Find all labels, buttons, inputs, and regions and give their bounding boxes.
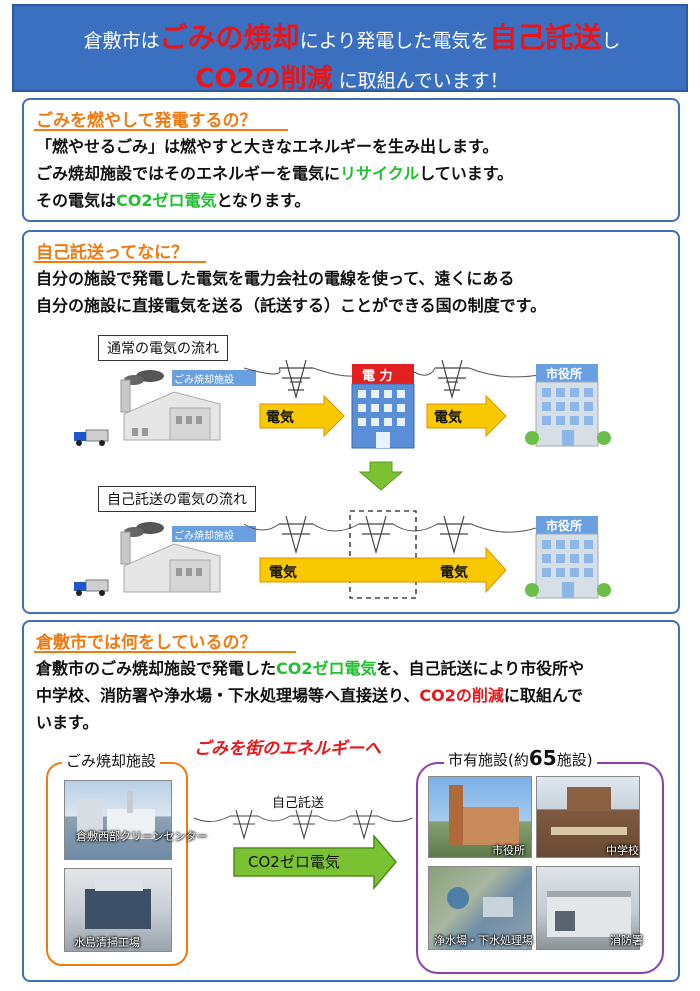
flow-diagram [74,359,611,599]
electricity-arrow [426,394,507,438]
photo-caption: 市役所 [492,844,525,857]
co2-zero-arrow [233,833,397,891]
body-text: 中学校、消防署や浄水場・下水処理場等へ直接送り、CO2の削減に取組んで [36,683,583,709]
facility-count: 65 [528,746,557,770]
electricity-label: 電気 [266,410,294,426]
text-part: を、自己託送により市役所や [376,659,585,678]
co2-zero-electricity-label: CO2ゼロ電気 [248,853,340,871]
electricity-arrow-long [259,546,507,594]
transmission-tower-icon [435,359,469,400]
transmission-tower-icon [350,809,378,841]
section-what-is-waste-power: ごみを燃やして発電するの？ 「燃やせるごみ」は燃やすと大きなエネルギーを生み出し… [22,98,680,222]
power-line [413,367,545,378]
photo-city-hall [428,776,532,858]
slogan: ごみを街のエネルギーへ [194,739,381,759]
header-text: により発電した電気を [299,30,490,52]
garbage-truck-icon [74,429,109,446]
section-title: 倉敷市では何をしているの？ [36,633,257,653]
transmission-tower-icon [279,359,313,400]
transfer-diagram [193,809,413,891]
transmission-tower-icon [359,515,393,555]
normal-flow-label: 通常の電気の流れ [98,335,228,361]
transmission-tower-icon [230,809,258,841]
body-text: ごみ焼却施設ではそのエネルギーを電気にリサイクルしています。 [36,161,513,187]
text-part: その電気は [36,191,117,210]
down-arrow-icon [358,461,404,491]
title-underline [34,129,288,131]
section-kurashiki-initiative: 倉敷市では何をしているの？ 倉敷市のごみ焼却施設で発電したCO2ゼロ電気を、自己… [22,620,680,982]
section-self-transfer: 自己託送ってなに？ 自分の施設で発電した電気を電力会社の電線を使って、遠くにある… [22,230,680,614]
text-part: 市有施設(約 [448,751,529,769]
body-text: 自分の施設で発電した電気を電力会社の電線を使って、遠くにある [36,269,515,288]
page-header: 倉敷市はごみの焼却により発電した電気を自己託送し CO2の削減 に取組んでいます… [12,4,690,95]
power-line [243,523,537,533]
text-part: 中学校、消防署や浄水場・下水処理場等へ直接送り、 [36,686,420,705]
garbage-truck-icon [74,579,109,596]
city-hall-building-icon [525,516,611,599]
text-part: に取組んで [503,686,584,705]
city-hall-label: 市役所 [546,519,583,533]
section-title: ごみを燃やして発電するの？ [36,111,257,131]
photo-caption: 中学校 [606,844,639,857]
body-text: います。 [36,713,99,732]
text-highlight: リサイクル [340,164,420,183]
plant-label-bg [172,370,256,386]
photo-caption: 倉敷西部クリーンセンター [76,830,208,843]
body-text: 自分の施設に直接電気を送る（託送する）ことができる国の制度です。 [36,296,547,315]
transmission-tower-icon [290,809,318,841]
section-title: 自己託送ってなに？ [36,243,189,263]
self-flow-label: 自己託送の電気の流れ [98,486,256,512]
incineration-facility-title: ごみ焼却施設 [62,750,161,771]
plant-label: ごみ焼却施設 [174,531,234,542]
text-part: しています。 [419,164,514,183]
text-highlight: CO2の削減 [419,686,504,705]
factory-icon [120,531,221,593]
text-part: 施設) [556,751,593,769]
header-highlight: ごみの焼却 [159,21,300,54]
header-text: し [601,30,621,52]
photo-mizushima-plant [64,868,172,952]
power-line [193,815,413,822]
header-highlight: CO2の削減 [195,64,333,94]
text-part: 倉敷市のごみ焼却施設で発電した [36,659,277,678]
city-hall-label: 市役所 [546,367,583,381]
city-facilities-title: 市有施設(約65施設) [444,746,597,770]
electricity-label: 電気 [440,565,468,581]
photo-fire-station [536,866,640,950]
title-underline [34,651,296,653]
transmission-tower-icon [279,515,313,555]
plant-label-bg [172,526,256,542]
electricity-label: 電気 [269,565,297,581]
body-text: 「燃やせるごみ」は燃やすと大きなエネルギーを生み出します。 [36,137,499,156]
text-part: ごみ焼却施設ではそのエネルギーを電気に [36,164,341,183]
photo-caption: 浄水場・下水処理場 [434,934,533,947]
photo-caption: 消防署 [610,934,643,947]
transmission-tower-icon [437,515,471,555]
photo-junior-high-school [536,776,640,858]
header-highlight: 自己託送 [489,21,602,54]
text-highlight: CO2ゼロ電気 [116,191,217,210]
header-text: に取組んでいます！ [338,70,509,92]
plant-label: ごみ焼却施設 [174,375,234,386]
header-text: 倉敷市は [83,30,160,52]
title-underline [34,261,206,263]
power-company-building-icon [351,364,415,449]
city-hall-building-icon [525,364,611,447]
photo-water-treatment [428,866,532,950]
dashed-highlight-box [349,510,417,599]
electricity-label: 電気 [434,410,462,426]
header-line-2: CO2の削減 に取組んでいます！ [14,58,690,95]
power-company-label: 電 力 [362,369,393,384]
body-text: 倉敷市のごみ焼却施設で発電したCO2ゼロ電気を、自己託送により市役所や [36,656,584,682]
text-highlight: CO2ゼロ電気 [276,659,377,678]
self-transfer-label: 自己託送 [272,796,325,811]
photo-west-clean-center [64,780,172,860]
text-part: となります。 [216,191,311,210]
electricity-arrow [259,394,345,438]
body-text: その電気はCO2ゼロ電気となります。 [36,188,310,214]
factory-icon [120,379,221,441]
photo-caption: 水島清掃工場 [74,936,140,949]
header-line-1: 倉敷市はごみの焼却により発電した電気を自己託送し [14,16,690,56]
